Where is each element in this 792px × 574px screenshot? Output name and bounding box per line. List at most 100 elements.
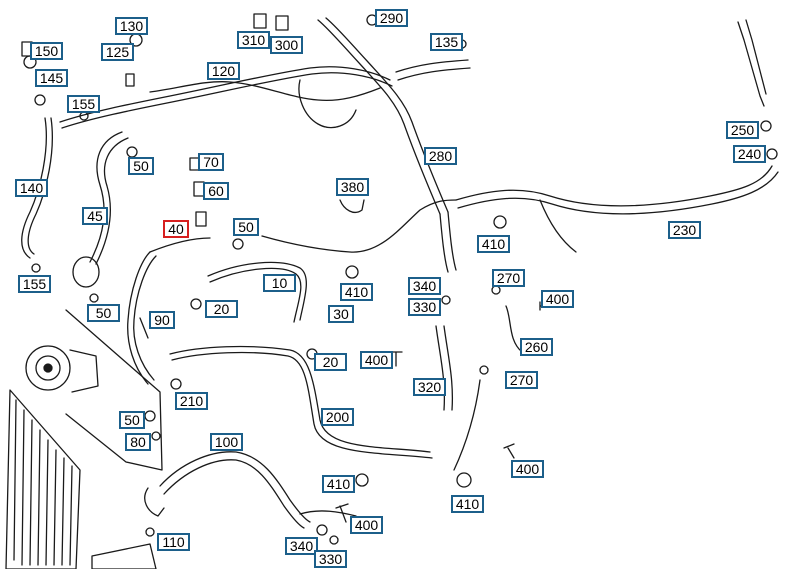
callout-155b[interactable]: 155 [18,275,51,293]
condenser-fin-5 [45,439,49,566]
condenser-fin-2 [21,409,25,566]
callout-290[interactable]: 290 [375,9,408,27]
compressor-hub [35,355,61,381]
hose-120-inner [61,72,393,129]
callout-200[interactable]: 200 [321,408,354,426]
o-ring [144,410,156,422]
callout-410a[interactable]: 410 [477,235,510,253]
callout-60[interactable]: 60 [203,182,229,200]
callout-400d[interactable]: 400 [350,516,383,534]
callout-270b[interactable]: 270 [505,371,538,389]
callout-270a[interactable]: 270 [492,269,525,287]
callout-210[interactable]: 210 [175,392,208,410]
callout-150[interactable]: 150 [30,42,63,60]
hose-230-branch [539,199,577,253]
hose-50-line [261,199,457,253]
callout-135[interactable]: 135 [430,33,463,51]
callout-410b[interactable]: 410 [340,283,373,301]
callout-330a[interactable]: 330 [408,298,441,316]
callout-30[interactable]: 30 [328,305,354,323]
hose-140 [21,117,47,259]
callout-230[interactable]: 230 [668,221,701,239]
hose-135 [395,59,469,73]
bolt-400 [335,503,349,523]
callout-410c[interactable]: 410 [322,475,355,493]
o-ring [345,265,359,279]
callout-110[interactable]: 110 [157,533,190,551]
callout-70[interactable]: 70 [198,153,224,171]
callout-90[interactable]: 90 [149,311,175,329]
o-ring [491,285,501,295]
hose-210 [453,379,481,471]
hose-40-top [149,237,211,253]
hose-280-inner [447,211,457,271]
hose-40 [127,251,151,385]
hose-230-inner [457,171,779,215]
o-ring [31,263,41,273]
hose-300 [317,19,441,215]
callout-20a[interactable]: 20 [205,300,238,318]
callout-100[interactable]: 100 [210,433,243,451]
o-ring [89,293,99,303]
callout-130[interactable]: 130 [115,17,148,35]
hose-45-inner [95,137,129,265]
hose-40-inner [133,255,157,381]
callout-40[interactable]: 40 [163,220,189,238]
o-ring [760,120,772,132]
o-ring [151,431,161,441]
callout-320[interactable]: 320 [413,378,446,396]
callout-240[interactable]: 240 [733,145,766,163]
callout-140[interactable]: 140 [15,179,48,197]
bolt-400 [503,443,515,459]
callout-155a[interactable]: 155 [67,95,100,113]
bolt-90 [139,317,149,339]
callout-340b[interactable]: 340 [285,537,318,555]
callout-145[interactable]: 145 [35,69,68,87]
o-ring [479,365,489,375]
callout-400b[interactable]: 400 [360,351,393,369]
o-ring [766,148,778,160]
callout-250[interactable]: 250 [726,121,759,139]
hose-320 [435,325,446,411]
hose-300-inner [325,17,449,213]
hose-280 [439,213,449,273]
bracket-250 [737,21,765,107]
hose-230 [455,165,773,207]
hose-10-inner [209,267,302,323]
callout-340a[interactable]: 340 [408,277,441,295]
fitting-300 [275,15,289,31]
callout-120[interactable]: 120 [207,62,240,80]
callout-50b[interactable]: 50 [233,218,259,236]
callout-10[interactable]: 10 [263,274,296,292]
hose-260 [505,305,523,353]
callout-400c[interactable]: 400 [511,460,544,478]
elbow-fitting [144,487,165,517]
callout-280[interactable]: 280 [424,147,457,165]
condenser-fin-6 [53,449,57,566]
clamp-380 [339,199,365,214]
callout-50a[interactable]: 50 [128,157,154,175]
compressor-body [69,349,99,393]
condenser-fin-7 [61,457,65,566]
callout-20b[interactable]: 20 [314,353,347,371]
callout-125[interactable]: 125 [101,43,134,61]
callout-50d[interactable]: 50 [119,411,145,429]
callout-330b[interactable]: 330 [314,550,347,568]
callout-300[interactable]: 300 [270,36,303,54]
hose-120-lower [149,81,381,102]
condenser-fin-1 [13,399,17,561]
o-ring [456,472,472,488]
callout-410d[interactable]: 410 [451,495,484,513]
callout-80[interactable]: 80 [125,433,151,451]
callout-310[interactable]: 310 [237,31,270,49]
condenser-fin-4 [37,429,41,566]
callout-50c[interactable]: 50 [87,304,120,322]
callout-45[interactable]: 45 [82,207,108,225]
callout-400a[interactable]: 400 [541,290,574,308]
callout-380[interactable]: 380 [336,178,369,196]
callout-260[interactable]: 260 [520,338,553,356]
hose-120-loop [298,79,357,129]
hose-100-pipe [299,510,357,517]
compressor-bracket [65,309,163,471]
